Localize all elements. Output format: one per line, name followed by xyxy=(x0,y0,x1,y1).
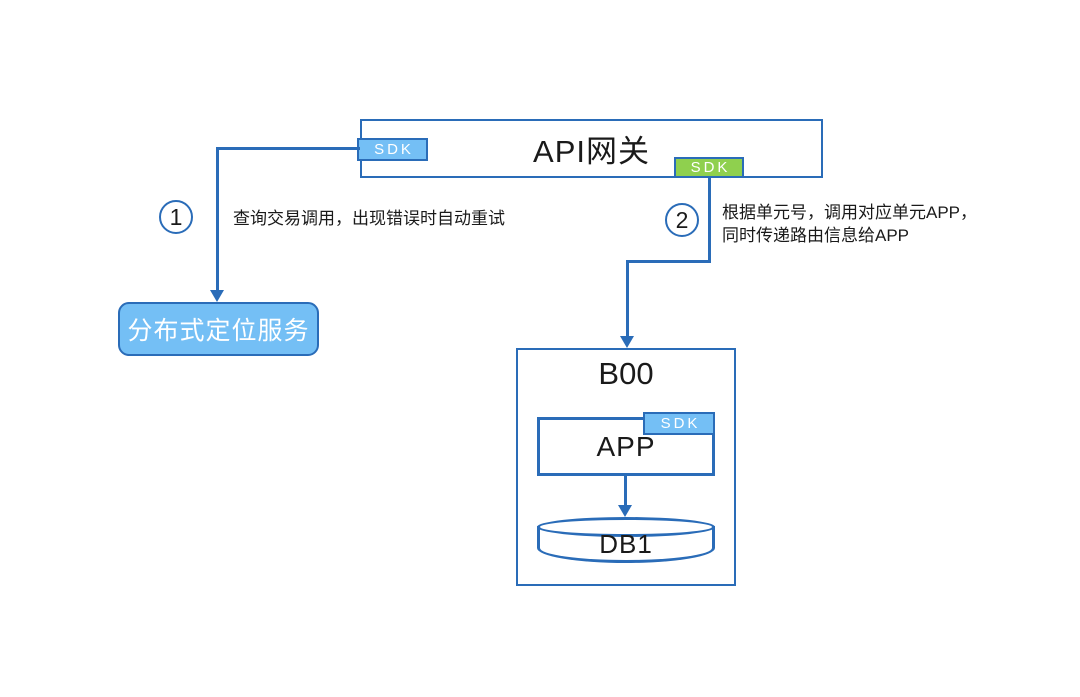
arrow-gateway-to-location-head xyxy=(210,290,224,302)
api-gateway-title: API网关 xyxy=(533,134,650,169)
step-1-number: 1 xyxy=(169,203,183,230)
step-2-number: 2 xyxy=(675,206,689,233)
gateway-sdk-right-badge: SDK xyxy=(674,157,744,178)
arrow-app-to-db-head xyxy=(618,505,632,517)
arrow-app-to-db-vertical xyxy=(624,476,627,507)
step-1-circle: 1 xyxy=(159,200,193,234)
unit-b00-title: B00 xyxy=(598,356,654,391)
db1-cylinder-top xyxy=(537,517,715,537)
step-1-line-1: 查询交易调用，出现错误时自动重试 xyxy=(233,209,505,228)
gateway-sdk-left-badge: SDK xyxy=(357,138,428,161)
step-2-line-2: 同时传递路由信息给APP xyxy=(722,226,910,245)
arrow-gateway-to-location-horizontal xyxy=(217,147,360,150)
db1-label: DB1 xyxy=(599,529,653,559)
arrow-gateway-to-location-vertical xyxy=(216,147,219,291)
arrow-gateway-to-unit-vertical-2 xyxy=(626,260,629,337)
arrow-gateway-to-unit-vertical-1 xyxy=(708,178,711,262)
step-1-text: 查询交易调用，出现错误时自动重试 xyxy=(233,207,505,230)
arrow-gateway-to-unit-horizontal xyxy=(626,260,711,263)
arrow-gateway-to-unit-head xyxy=(620,336,634,348)
app-sdk-badge: SDK xyxy=(643,412,715,435)
location-service-label: 分布式定位服务 xyxy=(127,317,310,345)
step-2-text: 根据单元号，调用对应单元APP， 同时传递路由信息给APP xyxy=(722,201,977,247)
app-label: APP xyxy=(596,430,656,462)
step-2-circle: 2 xyxy=(665,203,699,237)
location-service-box: 分布式定位服务 xyxy=(118,302,319,356)
api-gateway-box: API网关 xyxy=(360,119,823,178)
step-2-line-1: 根据单元号，调用对应单元APP， xyxy=(722,203,978,222)
